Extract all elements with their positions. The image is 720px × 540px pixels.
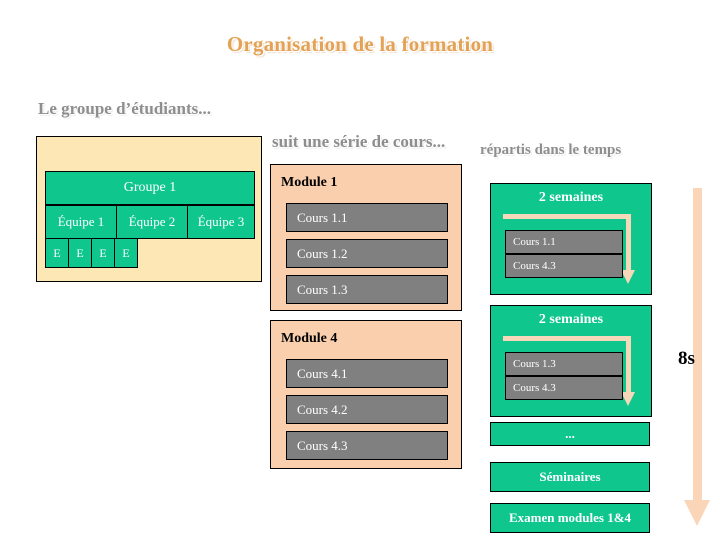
student-cell-2: E bbox=[68, 238, 92, 268]
team-cell-3: Équipe 3 bbox=[187, 205, 255, 239]
timeline-block-2-course-2: Cours 4.3 bbox=[505, 376, 623, 400]
student-cell-1: E bbox=[45, 238, 69, 268]
timeline-arrow-horizontal-icon bbox=[503, 214, 631, 219]
timeline-exam-block: Examen modules 1&4 bbox=[490, 503, 650, 533]
module-panel-4: Module 4 Cours 4.1 Cours 4.2 Cours 4.3 bbox=[270, 320, 462, 469]
course-box-4-2: Cours 4.2 bbox=[286, 395, 448, 424]
module-panel-1: Module 1 Cours 1.1 Cours 1.2 Cours 1.3 bbox=[270, 164, 462, 311]
course-box-1-1: Cours 1.1 bbox=[286, 203, 448, 232]
timeline-block-2-duration: 2 semaines bbox=[538, 312, 604, 327]
team-cell-1: Équipe 1 bbox=[45, 205, 117, 239]
time-axis-arrow-head-icon bbox=[684, 500, 710, 526]
student-cell-3: E bbox=[91, 238, 115, 268]
caption-repartis-temps: répartis dans le temps bbox=[480, 142, 622, 158]
timeline-arrow-vertical-icon bbox=[626, 214, 631, 272]
timeline-block-1: 2 semaines Cours 1.1 Cours 4.3 bbox=[490, 183, 652, 295]
time-axis-duration-label: 8s bbox=[678, 348, 695, 369]
timeline-block-1-course-1: Cours 1.1 bbox=[505, 230, 623, 254]
module-title-1: Module 1 bbox=[281, 175, 338, 190]
module-title-4: Module 4 bbox=[281, 331, 338, 346]
caption-serie-de-cours: suit une série de cours... bbox=[272, 132, 446, 151]
timeline-arrow-horizontal-icon bbox=[503, 336, 631, 341]
timeline-block-1-duration: 2 semaines bbox=[538, 190, 604, 205]
timeline-ellipsis-block: ... bbox=[490, 422, 650, 446]
time-axis-arrow-shaft-icon bbox=[693, 188, 702, 501]
group-panel: Groupe 1 Équipe 1 Équipe 2 Équipe 3 E E … bbox=[36, 136, 262, 282]
timeline-seminar-block: Séminaires bbox=[490, 462, 650, 492]
timeline-block-1-course-2: Cours 4.3 bbox=[505, 254, 623, 278]
course-box-1-3: Cours 1.3 bbox=[286, 275, 448, 304]
timeline-arrow-head-icon bbox=[621, 270, 635, 284]
caption-groupe-etudiants: Le groupe d’étudiants... bbox=[38, 99, 212, 118]
course-box-4-1: Cours 4.1 bbox=[286, 359, 448, 388]
timeline-block-2: 2 semaines Cours 1.3 Cours 4.3 bbox=[490, 305, 652, 417]
timeline-arrow-head-icon bbox=[621, 392, 635, 406]
course-box-4-3: Cours 4.3 bbox=[286, 431, 448, 460]
group-title-cell: Groupe 1 bbox=[45, 171, 255, 205]
team-cell-2: Équipe 2 bbox=[116, 205, 188, 239]
course-box-1-2: Cours 1.2 bbox=[286, 239, 448, 268]
timeline-block-2-course-1: Cours 1.3 bbox=[505, 352, 623, 376]
page-title: Organisation de la formation bbox=[226, 32, 494, 56]
timeline-arrow-vertical-icon bbox=[626, 336, 631, 394]
student-cell-4: E bbox=[114, 238, 138, 268]
